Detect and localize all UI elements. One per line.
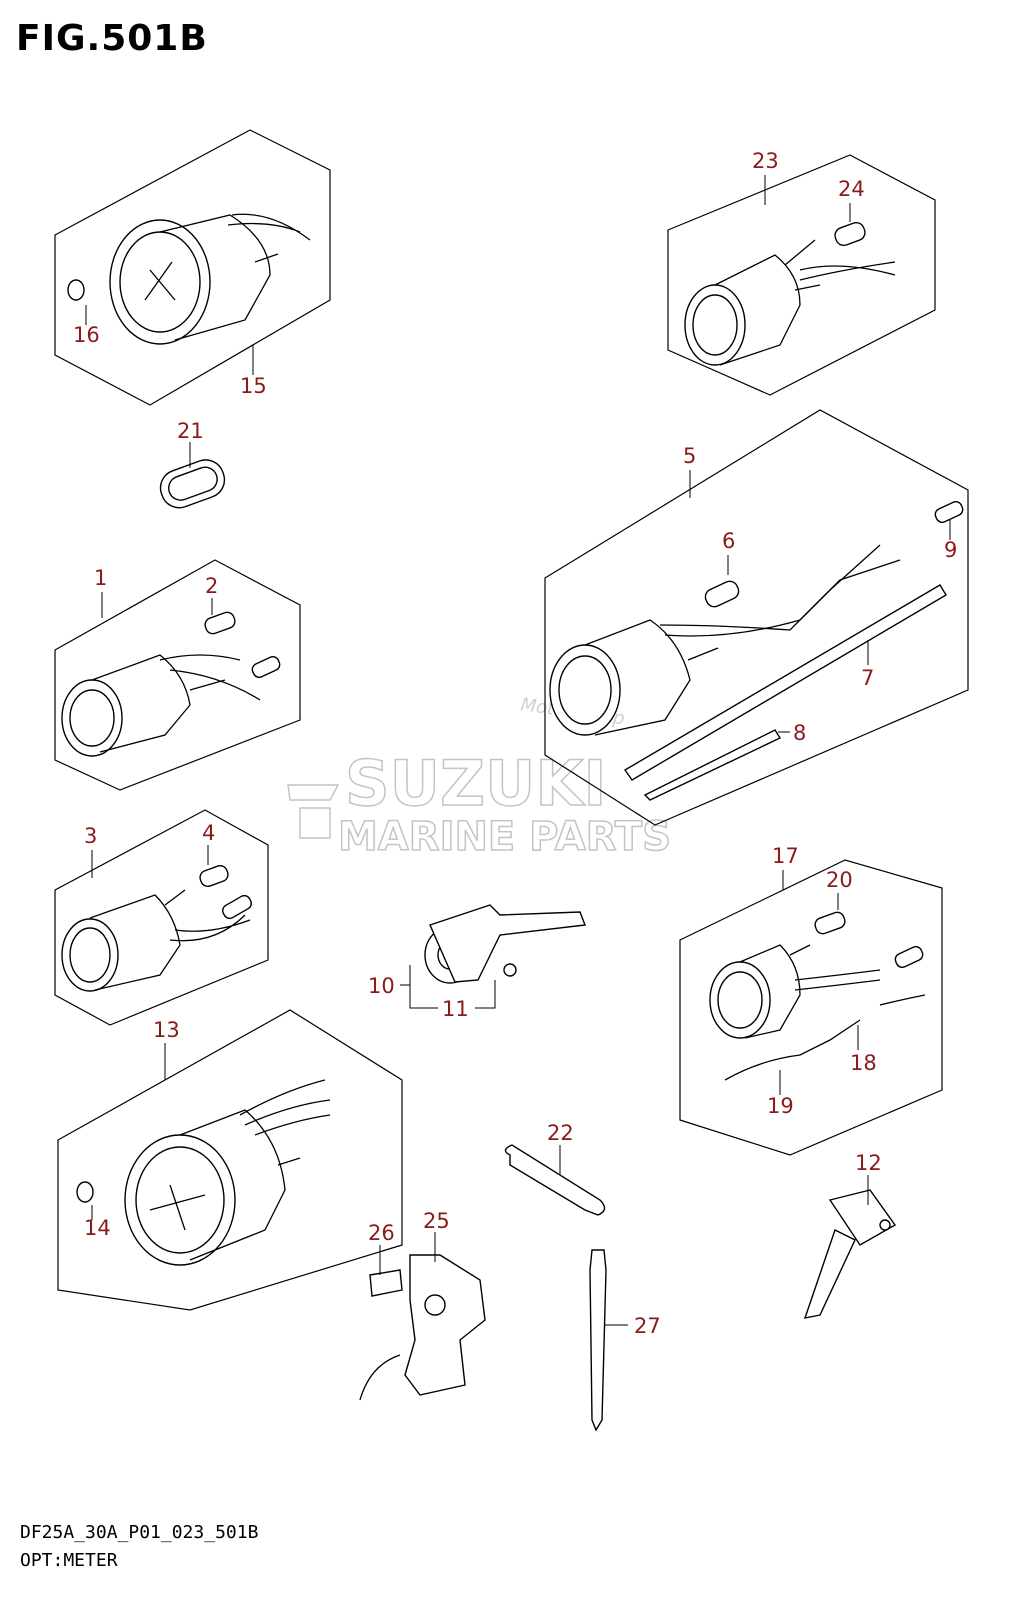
leader-lines	[85, 175, 951, 1326]
gauge-23	[684, 221, 896, 366]
strap-22	[504, 1144, 606, 1216]
callout-1: 1	[94, 566, 107, 590]
callout-11: 11	[442, 997, 469, 1021]
box-group-17	[679, 859, 943, 1156]
footer-caption: OPT:METER	[20, 1550, 118, 1571]
grommet-21	[159, 459, 226, 509]
box-group-1	[54, 559, 301, 791]
screw-11	[503, 963, 517, 977]
callout-27: 27	[634, 1314, 661, 1338]
callout-20: 20	[826, 868, 853, 892]
callout-14: 14	[84, 1216, 111, 1240]
box-group-23	[667, 154, 936, 396]
cable-tie-8	[643, 729, 782, 801]
terminal-9	[934, 501, 964, 523]
callout-22: 22	[547, 1121, 574, 1145]
callout-4: 4	[202, 821, 215, 845]
watermark: SUZUKI MARINE PARTS Motorgroup	[287, 694, 672, 861]
sender-12	[803, 1189, 897, 1319]
bulb-6	[704, 580, 740, 608]
gauge-15	[67, 213, 311, 345]
bulb-1b	[251, 656, 281, 678]
bulb-16	[67, 279, 85, 301]
callout-26: 26	[368, 1221, 395, 1245]
callout-17: 17	[772, 844, 799, 868]
bulb-2	[204, 611, 236, 635]
bolt-26	[369, 1269, 403, 1297]
harness-18-19	[724, 994, 926, 1081]
gauge-13	[76, 1079, 331, 1266]
gauge-3	[61, 864, 252, 992]
gauge-1	[61, 611, 281, 757]
watermark-logo-icon	[287, 784, 340, 839]
callout-16: 16	[73, 323, 100, 347]
bulb-20	[814, 911, 846, 935]
cable-tie-27	[589, 1249, 607, 1432]
callout-2: 2	[205, 574, 218, 598]
callout-25: 25	[423, 1209, 450, 1233]
callout-5: 5	[683, 444, 696, 468]
callout-24: 24	[838, 177, 865, 201]
watermark-subtitle: MARINE PARTS	[338, 814, 671, 860]
callout-18: 18	[850, 1051, 877, 1075]
box-group-13	[57, 1009, 403, 1311]
callout-19: 19	[767, 1094, 794, 1118]
gauge-5	[549, 501, 964, 801]
callout-15: 15	[240, 374, 267, 398]
callout-10: 10	[368, 974, 395, 998]
bulb-24	[834, 221, 866, 247]
terminal-17b	[894, 946, 924, 968]
box-group-5	[544, 409, 969, 826]
watermark-brand: SUZUKI	[345, 747, 606, 820]
bracket-25	[359, 1254, 486, 1401]
callout-12: 12	[855, 1151, 882, 1175]
box-group-3	[54, 809, 269, 1026]
tube-7	[623, 584, 947, 781]
callout-13: 13	[153, 1018, 180, 1042]
callout-21: 21	[177, 419, 204, 443]
callout-8: 8	[793, 721, 806, 745]
terminal-3b	[222, 894, 252, 920]
gauge-17	[709, 911, 926, 1081]
footer-code: DF25A_30A_P01_023_501B	[20, 1522, 259, 1543]
bulb-4	[199, 864, 229, 888]
callout-7: 7	[861, 666, 874, 690]
bulb-14	[76, 1181, 94, 1203]
callout-23: 23	[752, 149, 779, 173]
box-group-15	[54, 129, 331, 406]
callout-3: 3	[84, 824, 97, 848]
callout-labels: 1 2 3 4 5 6 7 8 9 10 11 12 13 14 15 16 1…	[73, 149, 957, 1338]
callout-6: 6	[722, 529, 735, 553]
bracket-10	[424, 904, 586, 984]
callout-9: 9	[944, 538, 957, 562]
figure-title: FIG.501B	[16, 18, 208, 59]
